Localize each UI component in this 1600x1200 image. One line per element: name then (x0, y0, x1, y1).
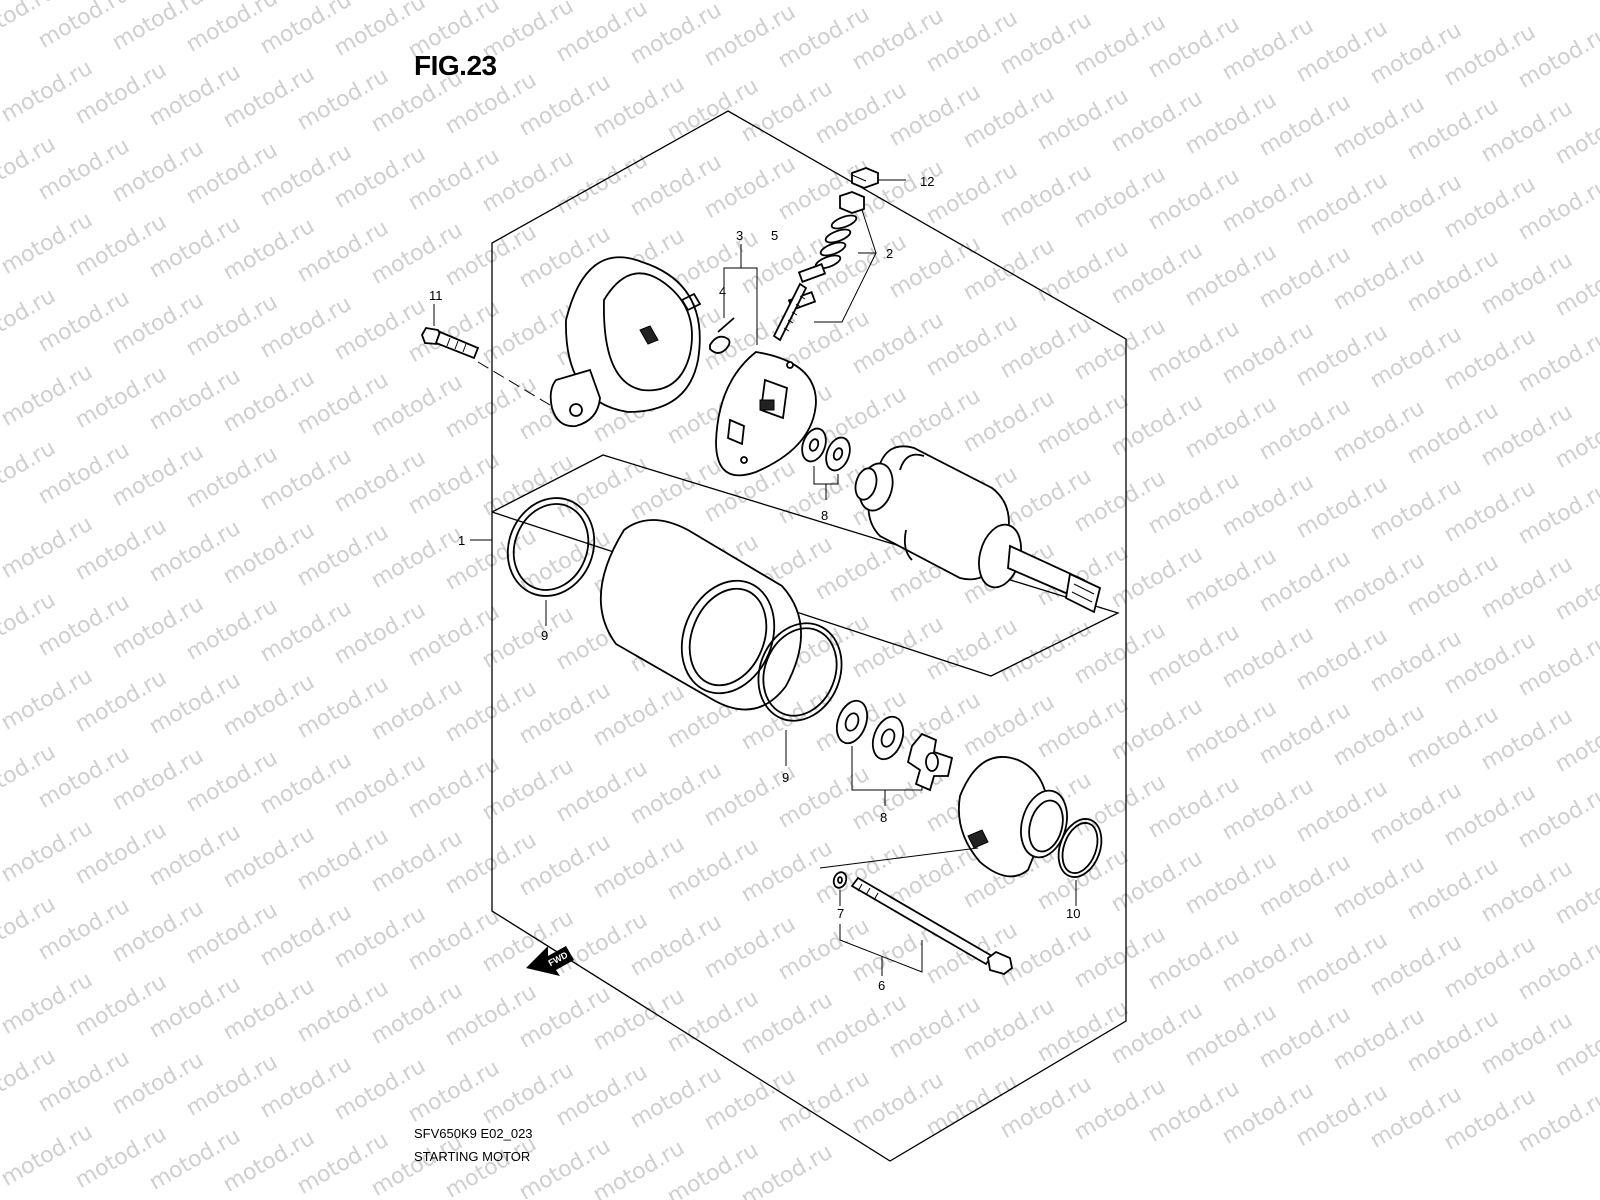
figure-code: SFV650K9 E02_023 (414, 1126, 533, 1141)
callout-1: 1 (458, 533, 465, 548)
part-9-o-ring-right (757, 622, 843, 766)
part-10-o-ring (1057, 818, 1103, 906)
callout-9-right: 9 (782, 770, 789, 785)
part-8-washers-lower (835, 699, 923, 806)
part-8-washers-upper (801, 427, 851, 500)
rear-end-housing (549, 256, 702, 428)
figure-caption: STARTING MOTOR (414, 1149, 531, 1164)
lock-plate (906, 732, 954, 792)
leader-3 (723, 244, 742, 300)
part-12-nut (851, 167, 906, 189)
part-2-terminal-stack (787, 191, 877, 323)
callout-2: 2 (886, 246, 893, 261)
callout-11: 11 (429, 288, 443, 303)
figure-title: FIG.23 (414, 50, 497, 81)
callout-6: 6 (878, 978, 885, 993)
callout-5: 5 (771, 228, 778, 243)
callout-8-lower: 8 (880, 810, 887, 825)
yoke-housing (599, 519, 802, 711)
assembly-frame (491, 110, 1127, 1162)
callout-12: 12 (920, 174, 934, 189)
callout-4: 4 (719, 284, 726, 299)
brush-holder-plate (715, 351, 817, 477)
callout-3: 3 (736, 228, 743, 243)
yoke-subassembly-bracket (491, 454, 1120, 677)
fwd-direction-icon: FWD (526, 946, 574, 976)
armature (854, 445, 1102, 614)
callout-7: 7 (837, 906, 844, 921)
part-9-o-ring-left (506, 497, 596, 626)
callout-8-upper: 8 (821, 508, 828, 523)
part-6-through-bolt (839, 876, 1013, 976)
part-11-mounting-bolt (421, 304, 551, 406)
callout-9-left: 9 (541, 628, 548, 643)
part-4-brush-spring (709, 317, 735, 354)
callout-10: 10 (1066, 906, 1080, 921)
terminal-bolt (772, 282, 808, 342)
part-7-washer (832, 871, 848, 906)
front-end-housing (819, 756, 1068, 878)
leader-3b (741, 267, 758, 345)
